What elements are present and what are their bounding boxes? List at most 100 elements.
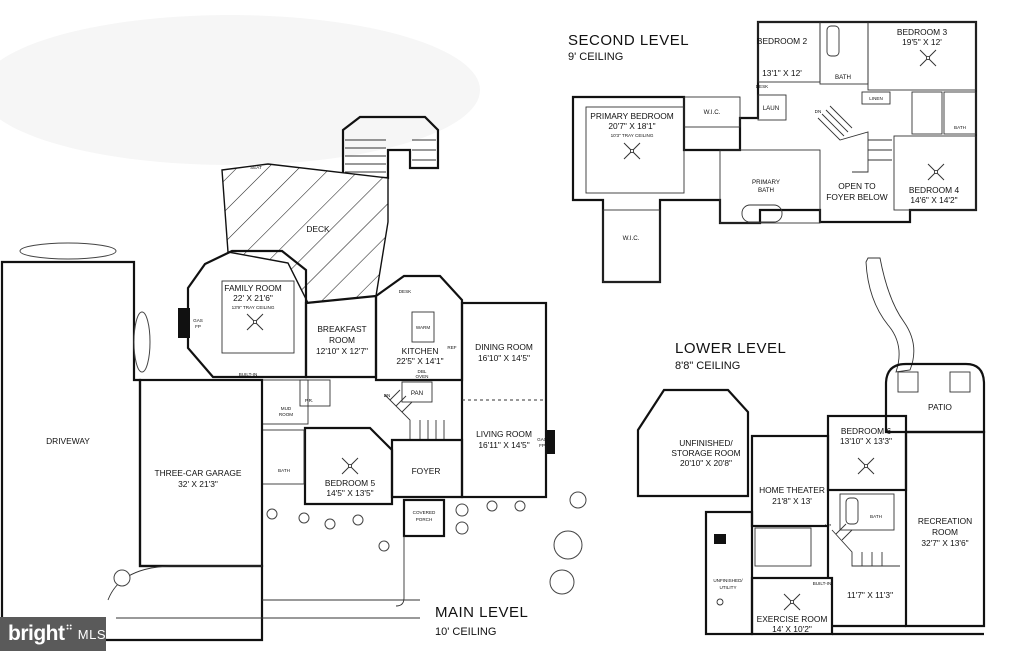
dining-dims: 16'10" X 14'5" (478, 353, 530, 363)
family-room-dims: 22' X 21'6" (233, 293, 273, 303)
tub-icon (845, 497, 859, 525)
bright-mls-logo: bright MLS (0, 617, 106, 651)
deck-stair-treads (345, 139, 436, 173)
powder-room (299, 379, 331, 407)
primary-bedroom-dims: 20'7" X 18'1" (608, 121, 655, 131)
primary-bath-line2: BATH (758, 187, 774, 194)
main-level-ceiling: 10' CEILING (435, 626, 496, 638)
primary-bedroom-note: 10'3" TRAY CEILING (611, 133, 654, 138)
family-room-outline (186, 249, 308, 379)
ceiling-fan-icon (857, 457, 875, 475)
dbl-oven-line1: DBL (418, 369, 427, 374)
ceiling-fan-icon (783, 593, 801, 611)
water-heater-icon (716, 598, 724, 606)
lower-stairs (831, 523, 900, 567)
ceiling-fan-icon (623, 142, 641, 160)
built-in-lower: BUILT-IN (813, 581, 832, 586)
living-name: LIVING ROOM (476, 429, 532, 439)
stairs-dn-label: DN (815, 109, 822, 114)
bath-main (261, 429, 305, 485)
dining-name: DINING ROOM (475, 342, 533, 352)
main-stairs-dn: DN (384, 393, 391, 398)
fireplace-icon (545, 430, 555, 454)
bath-main-label: BATH (278, 468, 290, 473)
bedroom3-name: BEDROOM 3 (897, 27, 948, 37)
ceiling-fan-icon (341, 457, 359, 475)
logo-dots-icon (67, 624, 73, 630)
linen-label: LINEN (869, 96, 883, 101)
bedroom6-name: BEDROOM 6 (841, 426, 892, 436)
bedroom4-dims: 14'6" X 14'2" (910, 195, 957, 205)
kitchen-dims: 22'5" X 14'1" (396, 356, 443, 366)
wic-closet-3 (911, 91, 943, 135)
breakfast-line2: ROOM (329, 335, 355, 345)
lower-level-plan: LOWER LEVEL 8'8" CEILING PATIO UNFINISHE… (636, 257, 986, 636)
open-foyer-line1: OPEN TO (838, 181, 876, 191)
bedroom6-dims: 13'10" X 13'3" (840, 436, 892, 446)
wic-closet-2 (602, 209, 661, 283)
second-level-plan: SECOND LEVEL 9' CEILING PRIMARY BEDROOM … (568, 20, 978, 284)
ref-label: REF (447, 345, 456, 350)
lower-level-title: LOWER LEVEL (675, 340, 786, 357)
tray-ceiling-outline (221, 280, 295, 354)
family-room-name: FAMILY ROOM (224, 283, 281, 293)
wic-closet (683, 96, 741, 128)
ceiling-fan-icon (246, 313, 264, 331)
gas-fp-line2: FP (195, 324, 201, 329)
porch-line1: COVERED (413, 510, 436, 515)
patio-pad (897, 371, 919, 393)
main-level-title: MAIN LEVEL (435, 604, 528, 621)
main-level-plan: SEAT DECK FAMILY ROOM 22' X 21'6" 13'9" … (0, 115, 587, 642)
mud-room (261, 379, 309, 425)
utility-outline (704, 510, 754, 636)
primary-bath-line1: PRIMARY (752, 179, 780, 186)
fireplace-icon (178, 308, 190, 338)
walkway-path (395, 536, 405, 607)
kitchen-island (411, 311, 435, 343)
shrubs (19, 242, 587, 595)
pantry (401, 381, 433, 403)
lower-level-ceiling: 8'8" CEILING (675, 360, 740, 372)
wic-label-2: W.I.C. (623, 235, 640, 242)
living-dims: 16'11" X 14'5" (478, 440, 529, 450)
lower-connector-walls (826, 526, 984, 636)
patio-outline (884, 362, 986, 434)
bath-lower (839, 493, 895, 531)
utility-line2: UTILITY (719, 585, 736, 590)
patio-label: PATIO (928, 402, 952, 412)
garage-dims: 32' X 21'3" (178, 479, 218, 489)
gas-fp-living-1: GAS (537, 437, 547, 442)
ceiling-fan-icon (927, 163, 945, 181)
storage-line1: UNFINISHED/ (679, 438, 733, 448)
dbl-oven-line2: OVEN (415, 374, 428, 379)
linen-closet (861, 91, 891, 105)
built-in-label: BUILT-IN (239, 372, 258, 377)
kitchen-name: KITCHEN (402, 346, 439, 356)
ceiling-fan-icon (919, 49, 937, 67)
garage-name: THREE-CAR GARAGE (154, 468, 241, 478)
covered-porch (402, 498, 446, 538)
bedroom5-name: BEDROOM 5 (325, 478, 376, 488)
gas-fp-line1: GAS (193, 318, 203, 323)
lower-stairs-up: UP (825, 523, 831, 528)
tub-icon (826, 25, 840, 57)
bedroom3-outline (867, 21, 977, 91)
recreation-dims: 32'7" X 13'6" (921, 538, 968, 548)
desk-label: DESK (756, 84, 769, 89)
logo-word: bright (8, 622, 65, 645)
bedroom5-dims: 14'5" X 13'5" (326, 488, 373, 498)
driveway-outline (0, 260, 264, 642)
bedroom5-outline (303, 426, 394, 506)
desk-label-main: DESK (399, 289, 412, 294)
storage-outline (636, 388, 750, 498)
theater-name: HOME THEATER (759, 485, 825, 495)
exercise-outline (750, 576, 834, 636)
bedroom2-name: BEDROOM 2 (757, 36, 808, 46)
second-level-ceiling: 9' CEILING (568, 51, 623, 63)
exterior-path (865, 257, 915, 373)
mud-room-line2: ROOM (279, 412, 293, 417)
bedroom2-dims: 13'1" X 12' (762, 68, 802, 78)
family-room-note: 13'9" TRAY CEILING (232, 305, 275, 310)
pr-label: P.R. (305, 398, 313, 403)
